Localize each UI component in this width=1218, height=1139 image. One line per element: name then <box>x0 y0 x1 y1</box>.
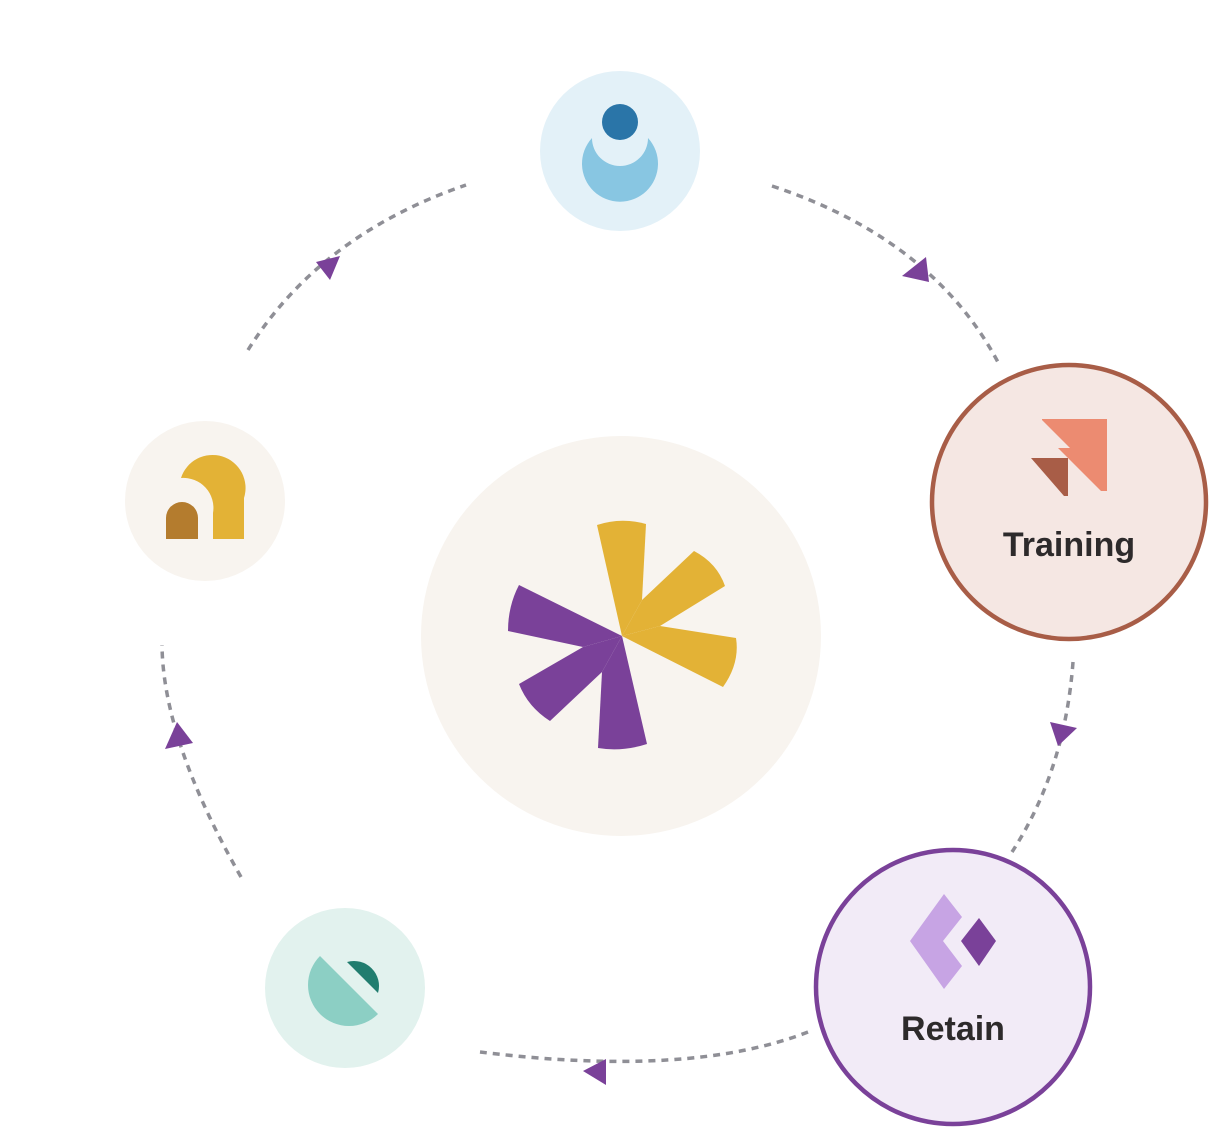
diamond-icon <box>910 894 996 989</box>
asterisk-logo-icon <box>508 520 737 750</box>
arrowhead-4 <box>165 722 193 749</box>
node-retain-circle <box>813 847 1093 1127</box>
arrowhead-1 <box>902 257 929 282</box>
retain-label: Retain <box>901 1010 1005 1048</box>
person-icon <box>581 104 658 202</box>
node-left[interactable] <box>125 421 285 581</box>
connector-top-to-training <box>771 184 1002 367</box>
arrow-up-right-icon <box>1031 419 1107 496</box>
node-top-circle <box>540 71 700 231</box>
arrowhead-5 <box>316 256 340 280</box>
connector-left-to-top <box>246 183 467 351</box>
node-top[interactable] <box>540 71 700 231</box>
node-retain[interactable]: Retain <box>813 847 1093 1127</box>
node-training-circle <box>929 362 1209 642</box>
node-training[interactable]: Training <box>929 362 1209 642</box>
arrowheads <box>165 256 1077 1085</box>
arrowhead-2 <box>1050 722 1077 746</box>
arrowhead-3 <box>583 1059 606 1085</box>
connector-bottom-left-to-left <box>160 644 243 878</box>
training-label: Training <box>1003 526 1135 564</box>
connector-retain-to-bottom-left <box>479 1030 809 1064</box>
node-left-circle <box>125 421 285 581</box>
connector-training-to-retain <box>1010 661 1075 853</box>
center-node <box>421 436 821 836</box>
split-circle-icon <box>308 956 379 1026</box>
connectors <box>160 183 1075 1064</box>
node-bottom-left[interactable] <box>265 908 425 1068</box>
arch-icon <box>166 454 246 539</box>
